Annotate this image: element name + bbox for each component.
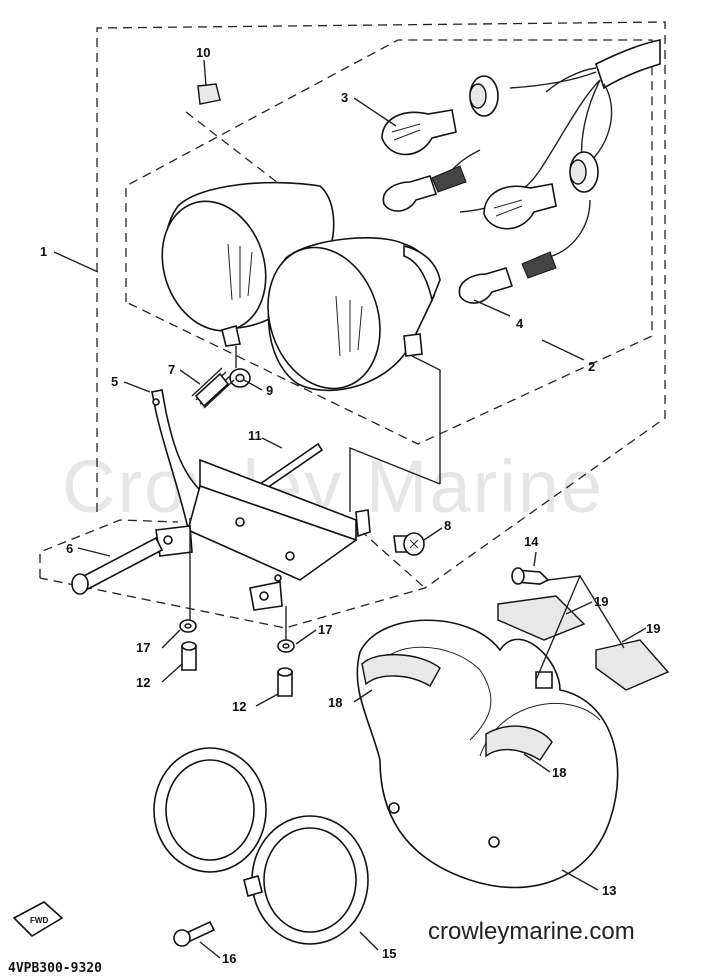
callout-2: 2 <box>588 359 595 374</box>
callout-19-lower: 19 <box>646 621 660 636</box>
bracket-outline <box>39 519 426 589</box>
pad-19-upper <box>497 595 586 641</box>
callout-17-left: 17 <box>136 640 150 655</box>
fwd-arrow-icon: FWD <box>12 901 64 938</box>
headlight-cover-13 <box>356 619 619 889</box>
pad-19-lower <box>595 639 670 691</box>
spring-7 <box>191 367 235 409</box>
washer-17-right <box>277 639 295 653</box>
callout-17-right: 17 <box>318 622 332 637</box>
bolt-6 <box>71 536 164 595</box>
callout-14: 14 <box>524 534 539 549</box>
callout-12-left: 12 <box>136 675 150 690</box>
headlight-rim-15 <box>153 747 369 945</box>
washer-17-left <box>179 619 197 633</box>
callout-15: 15 <box>382 946 396 961</box>
callout-9: 9 <box>266 383 273 398</box>
headlight-bulb-lower <box>483 183 557 230</box>
assembly-outline-1 <box>39 21 666 629</box>
callout-6: 6 <box>66 541 73 556</box>
diagram-code: 4VPB300-9320 <box>8 961 102 976</box>
leader-lines <box>53 59 647 959</box>
callout-1: 1 <box>40 244 47 259</box>
callout-18-left: 18 <box>328 695 342 710</box>
assembly-outline-2 <box>125 39 653 445</box>
nut-9 <box>229 368 251 388</box>
bolt-12-left <box>181 641 197 671</box>
callout-12-right: 12 <box>232 699 246 714</box>
callout-10: 10 <box>196 45 210 60</box>
callout-11: 11 <box>248 428 262 443</box>
position-bulb-lower <box>458 251 557 304</box>
bolt-12-right <box>277 667 293 697</box>
bulb-socket-lower <box>569 151 599 193</box>
website-url[interactable]: crowleymarine.com <box>428 918 635 945</box>
sub-outline-10 <box>185 111 337 233</box>
callout-3: 3 <box>341 90 348 105</box>
fwd-label: FWD <box>30 916 48 925</box>
clip-10 <box>197 83 221 105</box>
position-bulb-upper <box>382 165 467 212</box>
screw-14 <box>511 567 550 585</box>
callout-4: 4 <box>516 316 524 331</box>
headlight-unit-right <box>267 237 441 392</box>
callout-18-right: 18 <box>552 765 566 780</box>
callout-7: 7 <box>168 362 175 377</box>
callout-5: 5 <box>111 374 118 389</box>
headlight-bulb-upper <box>381 109 457 156</box>
screw-8 <box>393 532 425 556</box>
callout-13: 13 <box>602 883 616 898</box>
wiring-harness <box>447 39 661 257</box>
screw-16 <box>173 920 216 947</box>
bulb-socket-upper <box>469 75 499 117</box>
callout-16: 16 <box>222 951 236 966</box>
callout-8: 8 <box>444 518 451 533</box>
callout-19-upper: 19 <box>594 594 608 609</box>
mounting-bracket <box>155 458 371 611</box>
